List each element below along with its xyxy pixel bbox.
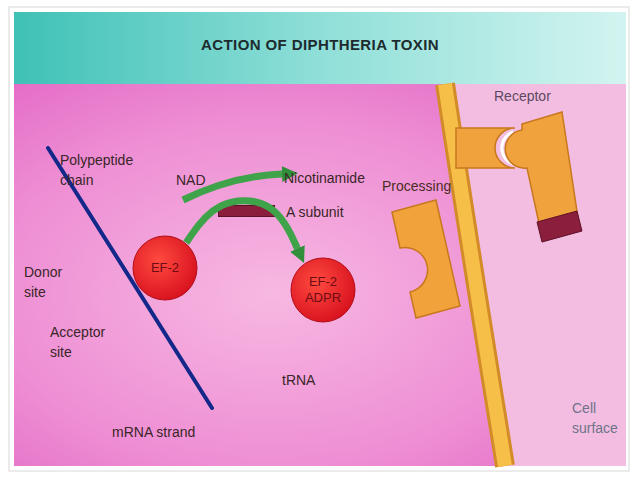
page-frame <box>9 7 629 471</box>
part-label: Polypeptide chain <box>60 150 142 190</box>
reaction-arrow <box>186 201 297 249</box>
part-label: Receptor <box>494 86 551 106</box>
part-label: NAD <box>176 170 206 190</box>
cell-exterior <box>445 84 626 466</box>
diagram-title: ACTION OF DIPHTHERIA TOXIN <box>14 36 626 53</box>
node-text: EF-2 <box>142 260 188 276</box>
part-label: Donor site <box>24 262 74 302</box>
part-label: Acceptor site <box>50 322 116 362</box>
node-text: A subunit <box>286 202 344 222</box>
factor-circle: EF-2 ADPR <box>290 257 356 323</box>
processed-toxin <box>392 200 460 318</box>
text-wrap: EF-2 ADPR <box>290 257 356 323</box>
cytoplasm-area <box>14 84 626 466</box>
circle-fill <box>291 258 355 322</box>
part-label: tRNA <box>282 370 315 390</box>
part-label: mRNA strand <box>112 422 195 442</box>
title-band <box>14 12 626 84</box>
part-label: Processing <box>382 176 451 196</box>
subunit-box: A subunit <box>218 205 275 217</box>
part-label: Nicotinamide <box>284 168 365 188</box>
text-wrap: EF-2 <box>132 235 198 301</box>
factor-circle: EF-2 <box>132 235 198 301</box>
node-text: EF-2 ADPR <box>300 274 346 306</box>
circle-fill <box>133 236 197 300</box>
mrna-strand-line <box>48 148 212 408</box>
part-label: Cell surface <box>572 398 628 438</box>
toxin-a-fragment <box>537 211 582 242</box>
toxin-b-fragment <box>505 112 578 228</box>
